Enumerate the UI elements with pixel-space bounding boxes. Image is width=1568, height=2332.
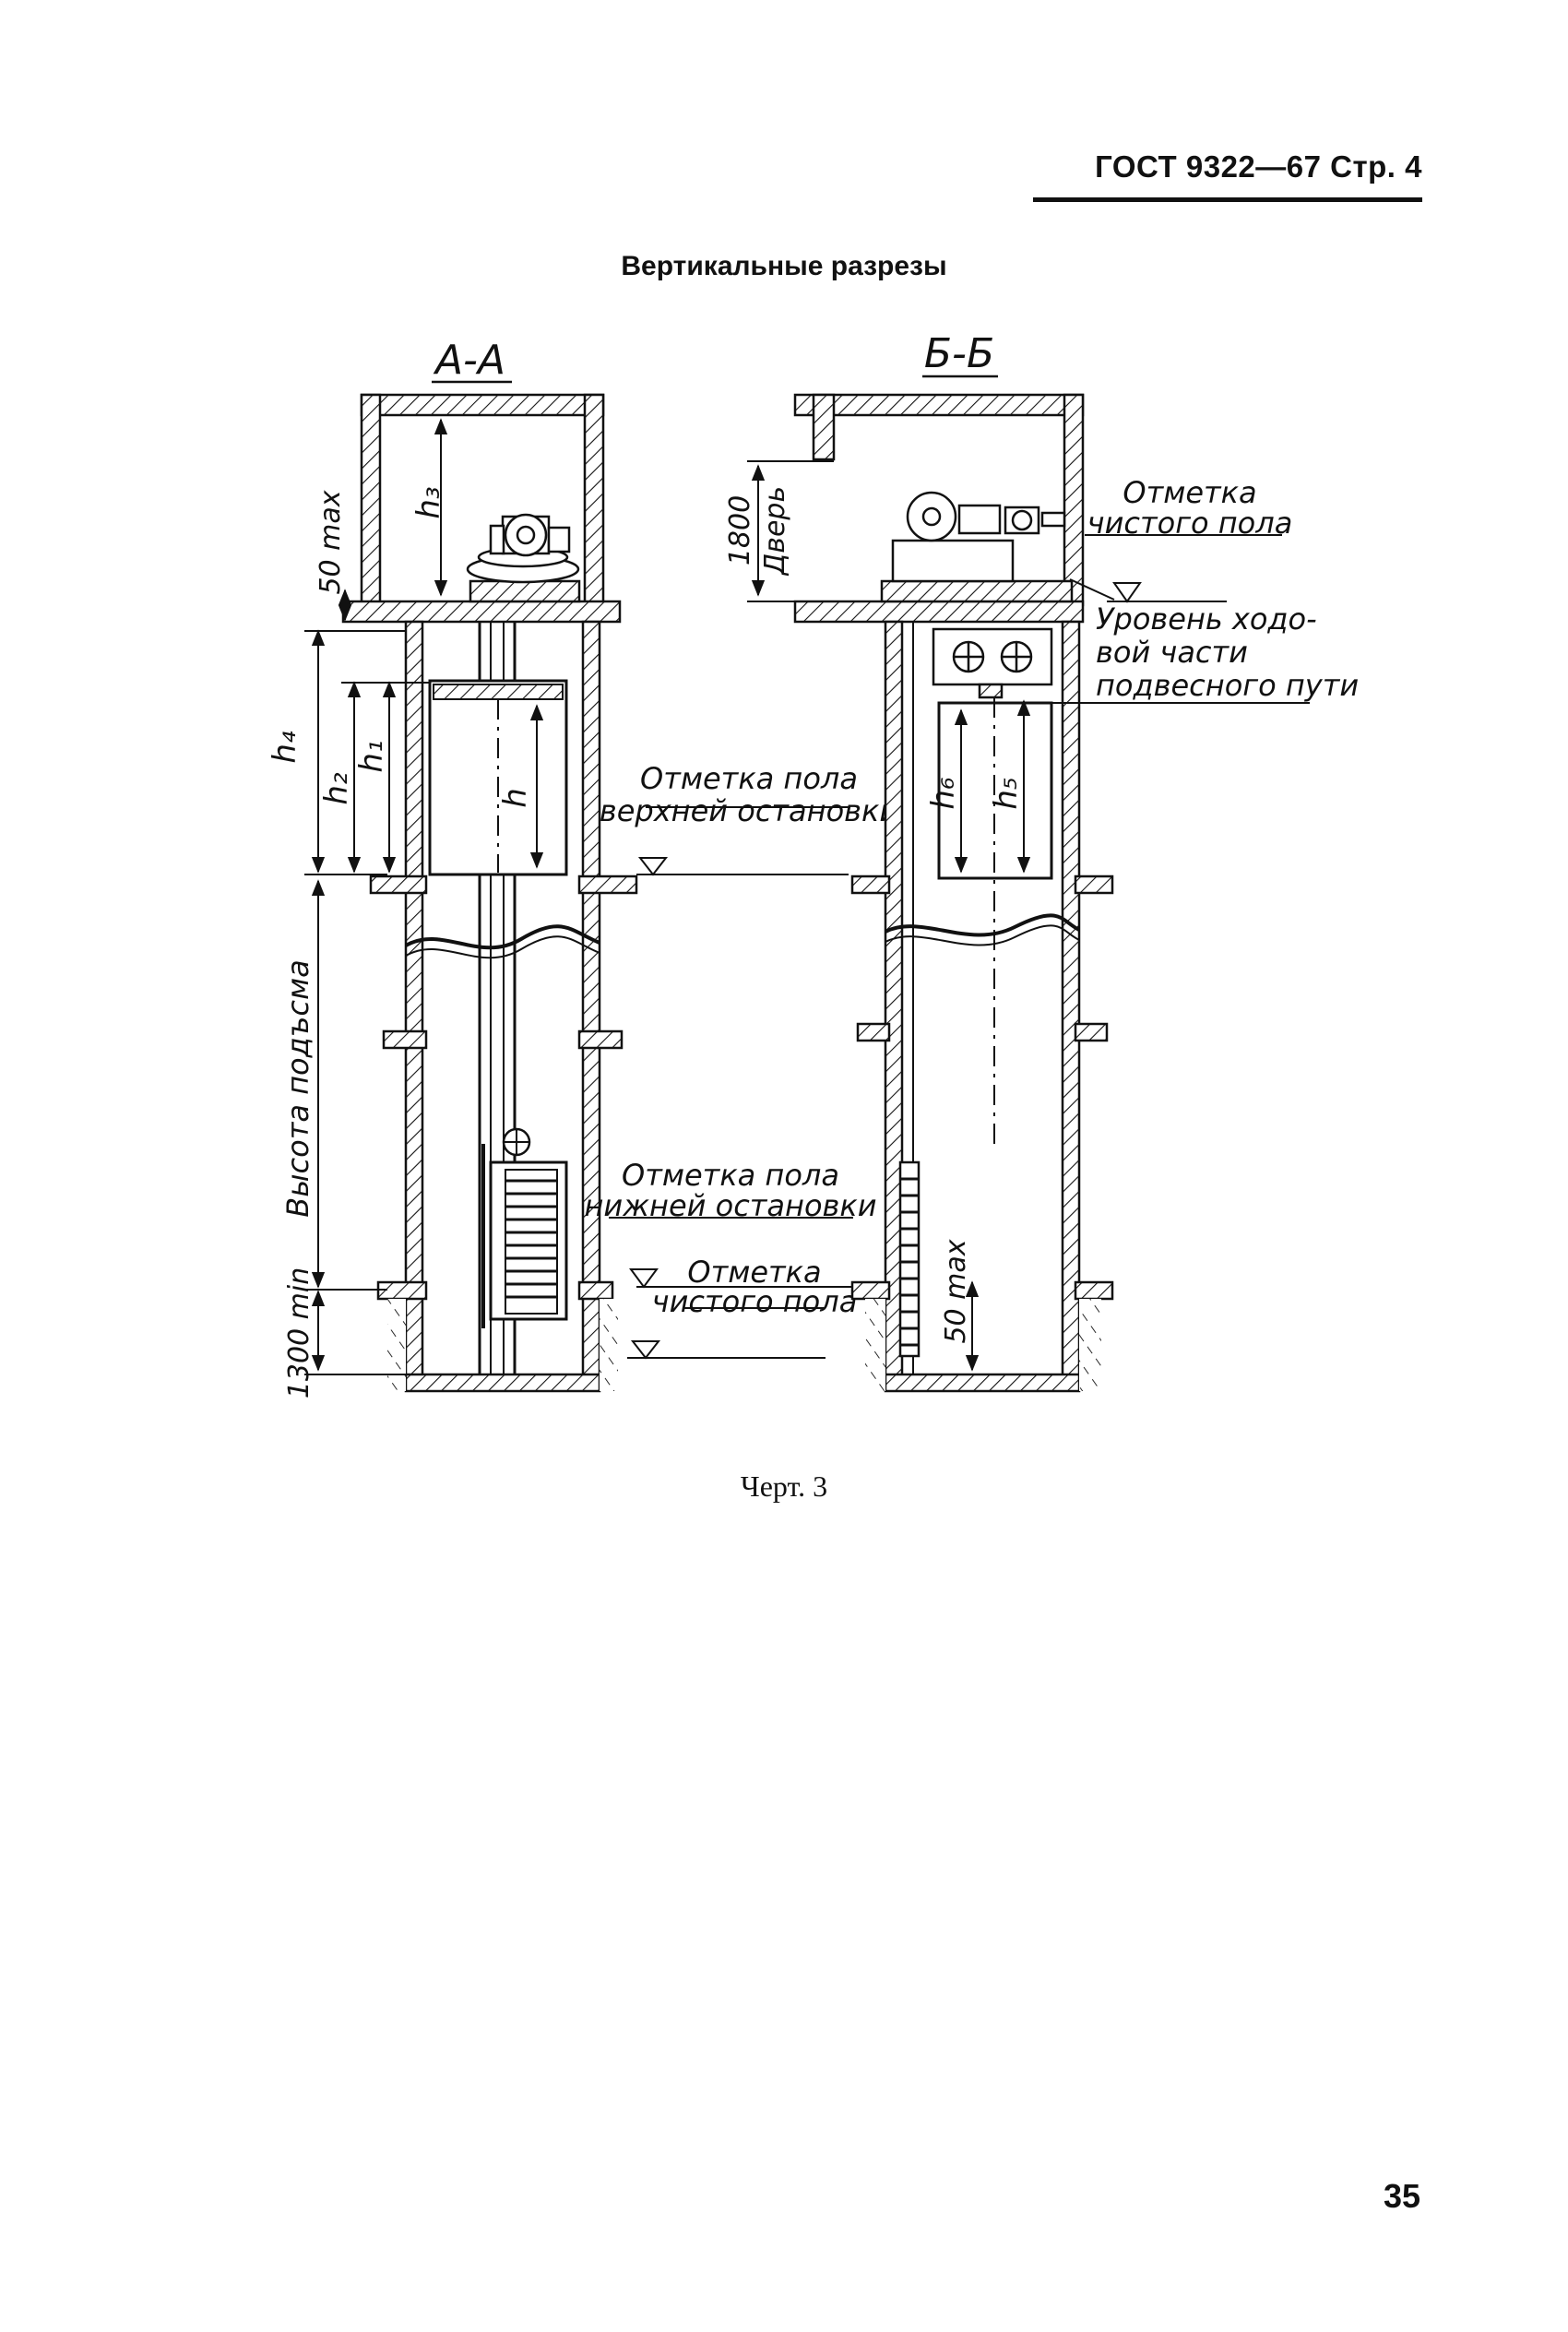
note-rail-1: Уровень ходо-: [1096, 601, 1317, 637]
elevator-car-icon: [937, 697, 1053, 1144]
note-lower-stop-2: нижней остановки: [584, 1188, 876, 1223]
note-clean-floor-1: Отметка: [1123, 475, 1256, 510]
header-rule: [1033, 197, 1422, 202]
section-bb: Б-Б: [724, 330, 1359, 1393]
counterweight-icon: [481, 1127, 568, 1328]
elevator-car-icon: [428, 679, 568, 876]
dim-lift-height: Высота подъсма: [280, 959, 315, 1217]
note-rail-2: вой части: [1096, 635, 1248, 670]
note-rail-3: подвесного пути: [1096, 668, 1359, 703]
dim-h6: h₆: [925, 777, 962, 809]
note-clean-floor-2: чистого пола: [1087, 506, 1293, 541]
section-title: Вертикальные разрезы: [621, 251, 947, 281]
document-header: ГОСТ 9322—67 Стр. 4: [1095, 149, 1422, 184]
dim-50max: 50 max: [940, 1239, 972, 1343]
note-lower-stop-1: Отметка пола: [622, 1158, 839, 1193]
note-upper-stop-1: Отметка пола: [640, 761, 858, 796]
dim-h4: h₄: [267, 731, 303, 764]
note-clean-floor-2: чистого пола: [652, 1284, 858, 1319]
dim-h: h: [497, 788, 534, 808]
dim-h3: h₃: [410, 486, 447, 518]
note-upper-stop-2: верхней остановки: [600, 793, 898, 828]
counterweight-icon: [898, 1160, 921, 1358]
dim-1800: 1800: [724, 495, 756, 565]
section-aa-label: А-А: [433, 337, 505, 384]
winch-icon: [891, 491, 1066, 583]
note-clean-floor-1: Отметка: [687, 1255, 821, 1290]
dim-door: Дверь: [759, 486, 791, 577]
hoist-trolley-icon: [932, 627, 1053, 699]
winch-icon: [466, 513, 581, 603]
dim-50max: 50 max: [315, 490, 347, 594]
page-number: 35: [1383, 2177, 1420, 2215]
section-aa: А-А: [267, 337, 898, 1398]
figure-caption: Черт. 3: [740, 1469, 828, 1503]
dim-h1: h₁: [353, 740, 390, 772]
section-bb-label: Б-Б: [924, 330, 994, 377]
dim-h5: h₅: [988, 777, 1025, 809]
dim-pit-1300min: 1300 min: [283, 1267, 315, 1398]
dim-h2: h₂: [318, 772, 355, 805]
